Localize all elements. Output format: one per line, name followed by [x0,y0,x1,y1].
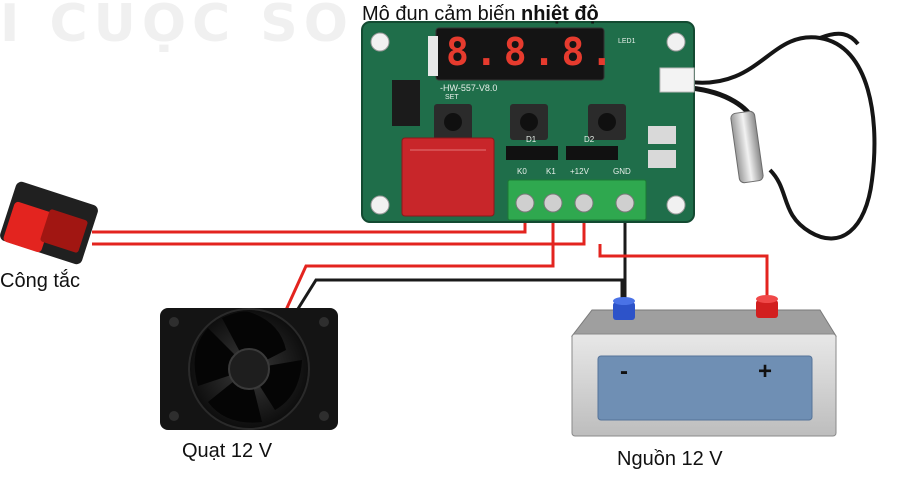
wires [92,212,769,313]
rocker-switch [0,181,98,265]
battery-terminal-plus [756,295,778,318]
battery-terminal-minus [613,297,635,320]
watermark-text: I CUỘC SỐ [0,0,354,54]
battery-plus-mark: + [758,358,773,385]
diode-label-d1: D1 [526,135,537,144]
terminal-label-k1: K1 [546,167,556,176]
module-caption-bold: nhiệt độ [520,3,599,25]
probe-cable [689,31,877,241]
module-caption: Mô đun cảm biến nhiệt độ [362,3,599,26]
switch-caption: Công tắc [0,270,81,292]
wire-battery-plus [598,244,769,306]
board-model-label: -HW-557-V8.0 [440,83,498,93]
segment-display-text: 8.8.8. [446,30,620,74]
fan-caption: Quạt 12 V [182,440,273,462]
temperature-probe [730,110,764,184]
diode-label-d2: D2 [584,135,595,144]
board-set-label: SET [445,94,459,101]
sensor-module [361,21,695,223]
module-caption-text: Mô đun cảm biến [362,3,516,25]
power-caption: Nguồn 12 V [617,448,723,470]
buttons-row [434,104,626,140]
terminal-label-k0: K0 [517,167,527,176]
terminal-label-12v: +12V [570,167,589,176]
wire-fan-k1 [284,212,555,311]
battery-minus-mark: - [620,358,628,385]
wire-fan-black [294,278,624,313]
terminal-label-gnd: GND [613,167,631,176]
board-led-label: LED1 [618,38,636,45]
battery [570,295,837,437]
fan [160,308,338,430]
